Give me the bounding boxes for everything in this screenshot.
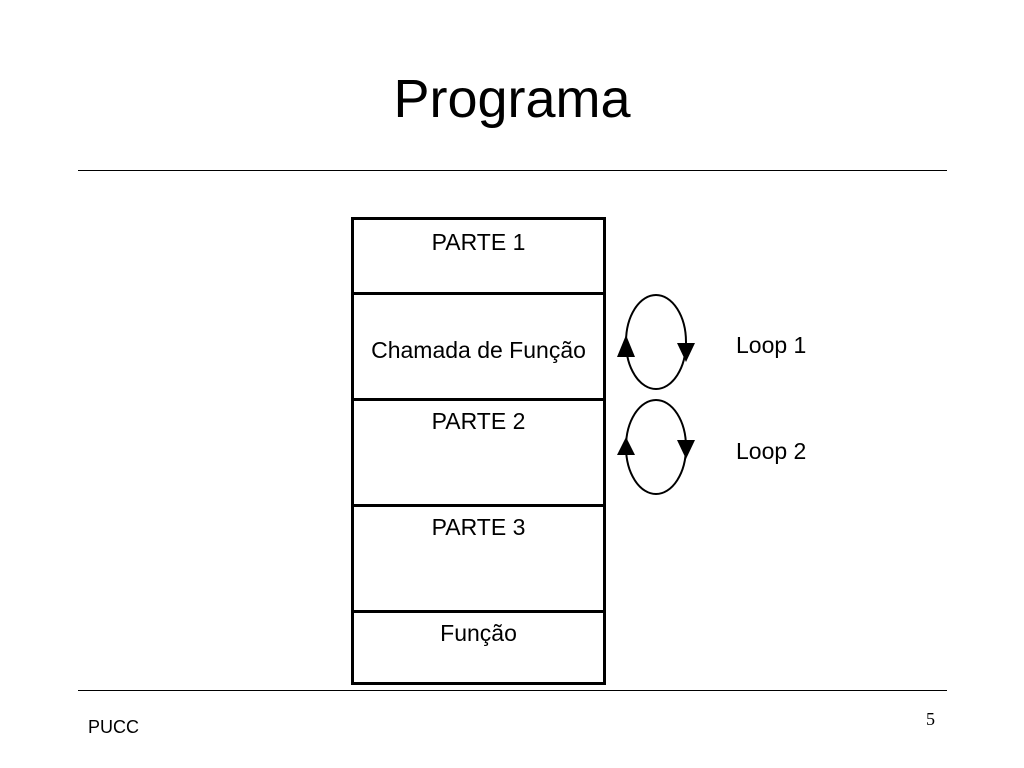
loop-2-down-arrow-icon <box>677 440 695 459</box>
loop-1-up-arrow-icon <box>617 335 635 357</box>
slide-title: Programa <box>393 69 631 129</box>
block-label: PARTE 1 <box>431 229 526 255</box>
loop-1-label: Loop 1 <box>736 332 807 358</box>
block-label: PARTE 2 <box>431 408 526 434</box>
loops-graphic <box>617 294 695 495</box>
loop-1-circular-arrows-icon <box>617 294 695 390</box>
block-chamada-de-funcao: Chamada de Função <box>354 292 603 398</box>
block-parte-2: PARTE 2 <box>354 398 603 504</box>
program-stack: PARTE 1 Chamada de Função PARTE 2 PARTE … <box>351 217 606 685</box>
block-parte-3: PARTE 3 <box>354 504 603 610</box>
block-label: PARTE 3 <box>431 514 526 540</box>
block-funcao: Função <box>354 610 603 682</box>
loop-2-label: Loop 2 <box>736 438 807 464</box>
page-number: 5 <box>926 709 935 729</box>
block-parte-1: PARTE 1 <box>354 220 603 292</box>
footer-divider <box>78 690 947 691</box>
block-label: Função <box>440 620 517 646</box>
block-label: Chamada de Função <box>371 337 586 363</box>
header-divider <box>78 170 947 171</box>
loop-2-circular-arrows-icon <box>617 399 695 495</box>
loop-1-down-arrow-icon <box>677 343 695 362</box>
footer-text: PUCC <box>88 717 140 737</box>
loop-2-up-arrow-icon <box>617 437 635 455</box>
